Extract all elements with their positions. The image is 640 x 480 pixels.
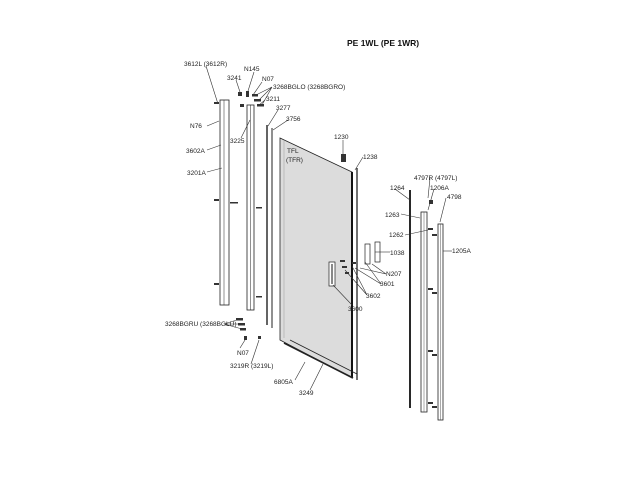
label-3601: 3601: [380, 281, 395, 288]
label-3602a: 3602A: [186, 148, 205, 155]
label-1205a: 1205A: [452, 248, 471, 255]
label-tfl: TFL: [287, 148, 299, 155]
label-3201a: 3201A: [187, 170, 206, 177]
label-3277: 3277: [276, 105, 291, 112]
label-n145: N145: [244, 66, 260, 73]
handle-screws: [340, 260, 356, 274]
right-screws: [428, 200, 437, 408]
bottom-seal-6805a: [283, 342, 354, 379]
glass-door-panel: [279, 137, 358, 380]
label-n07-bottom: N07: [237, 350, 249, 357]
catch-bracket: [364, 241, 381, 265]
label-1230: 1230: [334, 134, 349, 141]
label-4797r: 4797R (4797L): [414, 175, 457, 182]
label-1238: 1238: [363, 154, 378, 161]
label-1263: 1263: [385, 212, 400, 219]
label-tfr: (TFR): [286, 157, 303, 164]
wall-screws: [214, 102, 262, 298]
label-1206a: 1206A: [430, 185, 449, 192]
label-3219r: 3219R (3219L): [230, 363, 273, 370]
label-3612l: 3612L (3612R): [184, 61, 227, 68]
leader-lines: [205, 65, 452, 391]
label-3249: 3249: [299, 390, 314, 397]
label-1038: 1038: [390, 250, 405, 257]
label-1264: 1264: [390, 185, 405, 192]
top-hinge-hardware: [238, 91, 264, 107]
wall-profile-3201a: [219, 99, 230, 306]
label-1262: 1262: [389, 232, 404, 239]
label-3756: 3756: [286, 116, 301, 123]
bottom-hinge-hardware: [236, 318, 261, 340]
label-3600: 3600: [348, 306, 363, 313]
label-6805a: 6805A: [274, 379, 293, 386]
part-labels: 3612L (3612R) N145 3241 N07 3268BGLO (32…: [165, 61, 471, 397]
screw-1230: [341, 154, 346, 162]
diagram-title: PE 1WL (PE 1WR): [347, 38, 419, 48]
label-n76: N76: [190, 123, 202, 130]
bottom-strip-3249: [289, 339, 358, 375]
right-profile-1263: [420, 211, 428, 413]
label-3268bgru: 3268BGRU (3268BGLU): [165, 321, 237, 328]
label-3225: 3225: [230, 138, 245, 145]
label-3602: 3602: [366, 293, 381, 300]
door-handle: [328, 261, 336, 287]
label-3211: 3211: [266, 96, 280, 103]
wall-profile-1205a: [437, 223, 444, 421]
profile-3225: [246, 104, 255, 311]
label-n207: N207: [386, 271, 402, 278]
label-4798: 4798: [447, 194, 462, 201]
label-n07-top: N07: [262, 76, 274, 83]
label-3268bglo: 3268BGLO (3268BGRO): [273, 84, 345, 91]
label-3241: 3241: [227, 75, 242, 82]
